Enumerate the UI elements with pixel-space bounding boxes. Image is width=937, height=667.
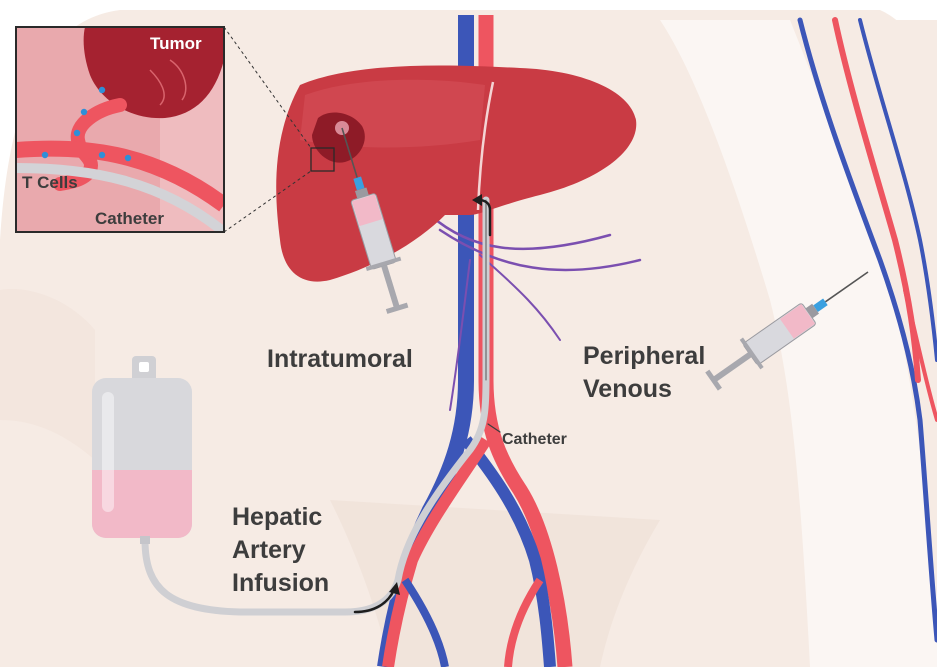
t-cell bbox=[99, 152, 105, 158]
t-cell bbox=[99, 87, 105, 93]
artery-label: Artery bbox=[232, 536, 306, 564]
venous-label: Venous bbox=[583, 375, 672, 403]
t-cell bbox=[125, 155, 131, 161]
t-cell bbox=[74, 130, 80, 136]
hepatic-label: Hepatic bbox=[232, 503, 322, 531]
tumor-label: Tumor bbox=[150, 34, 202, 53]
t-cells-label: T Cells bbox=[22, 173, 78, 192]
intratumoral-label: Intratumoral bbox=[267, 345, 413, 373]
t-cell bbox=[42, 152, 48, 158]
t-cell bbox=[81, 109, 87, 115]
bag-hanger-hole bbox=[139, 362, 149, 372]
bag-port bbox=[140, 536, 150, 544]
catheter-label: Catheter bbox=[502, 431, 567, 448]
inset-catheter-label: Catheter bbox=[95, 209, 164, 228]
infusion-label: Infusion bbox=[232, 569, 329, 597]
bag-highlight bbox=[102, 392, 114, 512]
iv-bag-icon bbox=[92, 356, 192, 544]
peripheral-label: Peripheral bbox=[583, 342, 705, 370]
